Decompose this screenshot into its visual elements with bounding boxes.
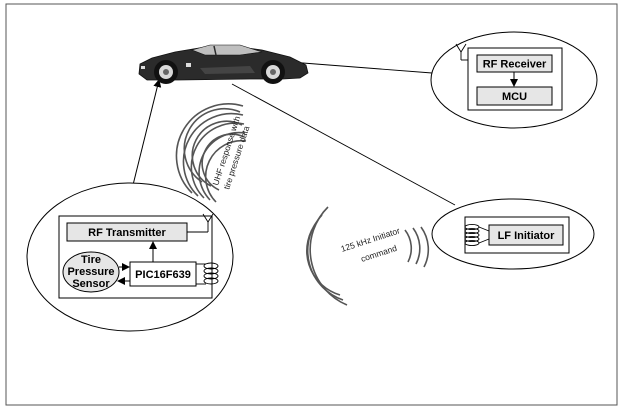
lf-waves [306, 206, 348, 306]
pic-label: PIC16F639 [135, 269, 191, 281]
car-icon [138, 44, 309, 84]
tire-pressure-sensor [62, 251, 120, 293]
lf-initiator-label: LF Initiator [498, 230, 556, 242]
pic-block [129, 261, 197, 287]
lf-initiator-block [488, 224, 564, 246]
sensor-label-line1: Tire [81, 254, 101, 266]
coil-icon [196, 262, 219, 285]
car-to-receiver-line [289, 61, 433, 74]
car-to-initiator-line [231, 83, 456, 206]
rf-receiver-label: RF Receiver [483, 59, 547, 71]
mcu-block [476, 86, 553, 106]
diagram-frame [5, 3, 618, 406]
antenna-icon [187, 213, 214, 233]
antenna-icon [455, 43, 468, 61]
uhf-waves-inner [183, 107, 245, 191]
sensor-label-line3: Sensor [72, 278, 110, 290]
sensor-label-line2: Pressure [67, 266, 114, 278]
coil-icon [464, 223, 490, 247]
uhf-waves [175, 103, 247, 203]
rf-transmitter-label: RF Transmitter [88, 227, 166, 239]
lf-waves-right [404, 226, 430, 268]
mcu-label: MCU [502, 91, 527, 103]
transmitter-to-car-arrow [132, 79, 162, 186]
